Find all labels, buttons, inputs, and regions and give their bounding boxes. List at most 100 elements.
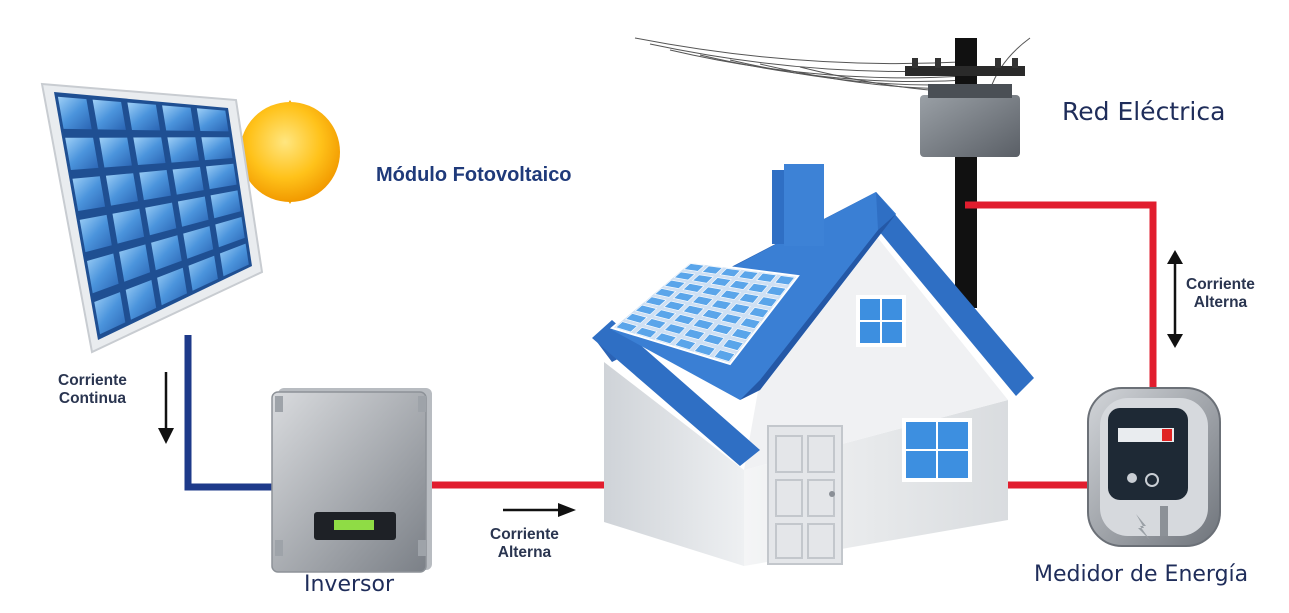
pv-cell: [119, 244, 151, 282]
pv-cell: [692, 318, 715, 330]
pv-cell: [65, 137, 99, 170]
pv-cell: [167, 137, 199, 163]
pv-cell: [756, 272, 777, 283]
pv-cell: [72, 176, 106, 211]
pv-cell: [112, 208, 145, 244]
pv-cell: [702, 333, 725, 346]
pv-cell: [682, 283, 705, 293]
pv-cell: [653, 309, 677, 320]
pv-cell: [188, 255, 218, 291]
pv-cell: [196, 108, 229, 132]
pv-cell: [737, 270, 760, 280]
dc-arrow-down-icon: [158, 372, 174, 444]
pv-cell: [127, 102, 161, 131]
meter-counter: [1118, 428, 1174, 442]
pv-cell: [720, 313, 743, 325]
pv-cell: [183, 226, 214, 259]
pv-cell: [747, 283, 769, 294]
dc-current-label: Corriente Continua: [58, 372, 127, 407]
pv-cell: [728, 280, 751, 290]
pv-cell: [151, 235, 182, 271]
pv-cell: [774, 275, 796, 286]
pv-cell: [719, 268, 742, 278]
pv-cell: [756, 296, 778, 308]
pv-cell: [172, 166, 204, 195]
pv-cell: [92, 99, 126, 130]
energy-meter: [1087, 387, 1221, 547]
pv-cell: [210, 190, 241, 219]
pv-cell: [701, 265, 723, 275]
pv-cell: [711, 323, 734, 335]
pv-cell: [654, 288, 677, 298]
house-window-lower: [902, 418, 972, 482]
pv-cell: [701, 309, 724, 320]
pv-cell: [139, 170, 171, 201]
pv-cell: [672, 291, 695, 302]
pv-cell: [730, 328, 753, 340]
pv-cell: [722, 338, 744, 351]
house-door: [767, 425, 843, 565]
pv-cell: [673, 271, 696, 281]
pv-cell: [748, 307, 770, 319]
pv-cell: [663, 279, 686, 289]
pv-cell: [729, 303, 751, 315]
grid-label: Red Eléctrica: [1062, 97, 1226, 126]
house-window-upper: [856, 295, 906, 347]
inverter-label: Inversor: [304, 572, 394, 597]
ac-arrow-right-icon: [503, 503, 576, 517]
meter-label: Medidor de Energía: [1034, 562, 1249, 587]
pv-cell: [219, 243, 249, 277]
sun-icon: [240, 100, 340, 204]
pv-cell: [634, 327, 658, 339]
pv-cell: [663, 300, 686, 311]
pv-cell: [177, 196, 209, 227]
pv-cell: [654, 332, 677, 345]
pv-cell: [691, 295, 714, 306]
pv-cell: [765, 285, 787, 297]
pv-cell: [710, 277, 732, 287]
pv-cell: [206, 163, 237, 190]
pv-cell: [201, 137, 233, 161]
pv-cell: [719, 289, 742, 300]
inverter-device: [271, 388, 432, 573]
pv-cell: [739, 317, 761, 330]
pv-cell: [701, 286, 723, 297]
solar-module: [40, 82, 264, 354]
pv-cell: [713, 349, 736, 362]
pv-cell: [710, 299, 733, 310]
ac-arrow-bidirectional-icon: [1167, 250, 1183, 348]
pv-cell: [133, 137, 166, 165]
transformer-box: [920, 95, 1020, 157]
pv-cell: [157, 267, 187, 306]
pv-cell: [644, 318, 667, 330]
ac-current-inverter-label: Corriente Alterna: [490, 526, 559, 561]
pv-cell: [673, 314, 696, 325]
pv-cell: [644, 296, 667, 307]
utility-pole: [905, 38, 1025, 308]
pv-cell: [615, 321, 638, 333]
pv-cell: [99, 137, 132, 168]
pv-cell: [634, 304, 658, 315]
pv-cell: [215, 217, 245, 248]
dc-wire: [184, 335, 278, 491]
pv-cell: [57, 96, 92, 130]
pv-cell: [682, 304, 705, 316]
pv-cell: [145, 202, 177, 236]
pv-cell: [683, 263, 705, 272]
pv-cell: [738, 293, 760, 304]
pv-cell: [162, 105, 195, 131]
house: [592, 164, 1034, 566]
inverter-display: [334, 520, 374, 530]
pv-cell: [674, 338, 697, 351]
pv-cell: [691, 274, 714, 284]
pv-cell: [683, 328, 706, 340]
pv-cell: [87, 253, 119, 294]
pv-cell: [94, 292, 126, 335]
ac-wire-grid: [965, 201, 1157, 395]
pv-cell: [663, 323, 687, 335]
pv-cell: [693, 343, 716, 356]
pv-cell: [125, 280, 157, 320]
pv-cell: [105, 173, 138, 206]
ac-current-grid-label: Corriente Alterna: [1186, 276, 1255, 311]
